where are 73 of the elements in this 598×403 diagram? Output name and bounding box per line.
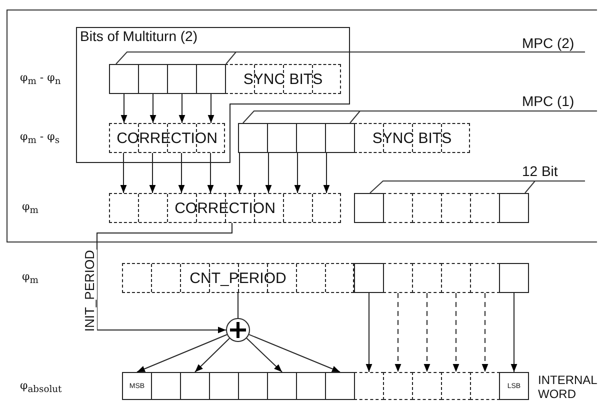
arrow <box>178 152 185 194</box>
bit-field: SYNC BITS <box>225 64 341 94</box>
group-title: Bits of Multiturn (2) <box>80 28 198 44</box>
bit-cell <box>267 372 297 400</box>
bit-cell <box>383 372 413 400</box>
bit-cell <box>325 123 355 153</box>
bit-cell <box>296 123 326 153</box>
register-name: INTERNAL WORD <box>538 373 596 401</box>
bit-cell <box>167 64 197 94</box>
bit-cell <box>441 193 471 223</box>
bit-cell <box>441 372 471 400</box>
bit-cell <box>267 123 297 153</box>
arrow <box>366 292 372 372</box>
arrow <box>236 152 243 194</box>
arrow <box>265 152 272 194</box>
bit-cell <box>354 263 384 293</box>
bit-cell <box>296 372 326 400</box>
bit-cell <box>354 193 384 223</box>
bit-cell <box>470 263 500 293</box>
arrow <box>482 292 488 372</box>
row-label: φ$_{absolut}$ <box>20 379 62 396</box>
arrow <box>208 94 214 124</box>
bit-field: CORRECTION <box>109 123 225 153</box>
bit-cell <box>354 372 384 400</box>
bit-cell <box>180 372 210 400</box>
bit-cell <box>109 64 139 94</box>
arrow <box>120 94 128 124</box>
bit-cell <box>383 193 413 223</box>
row-label: φ$_{m}$ - φ$_{n}$ <box>20 71 61 88</box>
edge-label: INIT_PERIOD <box>82 250 97 332</box>
bit-cell <box>412 372 442 400</box>
arrow <box>207 152 214 194</box>
arrow <box>424 292 430 372</box>
bit-field: CNT_PERIOD <box>122 263 354 293</box>
group-outline <box>76 27 350 163</box>
bit-cell <box>383 263 413 293</box>
bit-cell <box>412 193 442 223</box>
bit-cell <box>151 372 181 400</box>
arrow <box>120 152 127 194</box>
arrow <box>248 334 340 372</box>
arrow <box>323 152 330 194</box>
arrow <box>178 94 186 124</box>
bit-cell <box>238 123 268 153</box>
bit-cell <box>470 193 500 223</box>
adder-symbol <box>226 318 250 342</box>
arrow <box>96 222 232 334</box>
row-label: φ$_{m}$ - φ$_{s}$ <box>20 130 60 146</box>
bit-cell <box>238 372 268 400</box>
arrow <box>510 292 518 372</box>
bracket-label: 12 Bit <box>522 163 558 179</box>
bit-cell <box>138 64 168 94</box>
bit-cell <box>196 64 226 94</box>
arrow <box>150 94 156 124</box>
arrow <box>149 152 156 194</box>
bit-cell <box>209 372 239 400</box>
bracket-label: MPC (2) <box>522 35 574 51</box>
arrow <box>394 292 402 372</box>
bit-cell <box>325 372 355 400</box>
arrow <box>194 338 230 372</box>
arrow <box>136 334 228 372</box>
bit-field: CORRECTION <box>109 193 341 223</box>
arrow <box>452 292 460 372</box>
arrow <box>246 338 282 372</box>
bit-cell <box>499 263 529 293</box>
bit-field: SYNC BITS <box>354 123 470 153</box>
row-label: φ$_{m}$ <box>22 200 38 216</box>
bit-cell <box>499 193 529 223</box>
bit-cell <box>470 372 500 400</box>
row-label: φ$_{m}$ <box>22 270 38 286</box>
arrow <box>294 152 301 194</box>
bracket-label: MPC (1) <box>522 93 574 109</box>
bit-cell <box>441 263 471 293</box>
bit-cell <box>412 263 442 293</box>
